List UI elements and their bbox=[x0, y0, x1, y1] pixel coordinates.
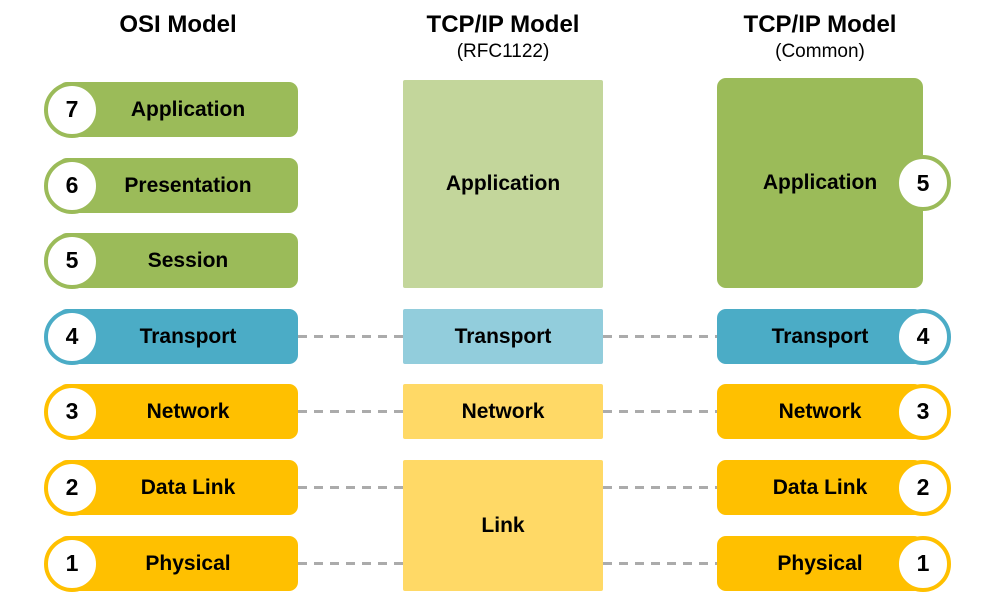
rfc-layer-link: Link bbox=[403, 460, 603, 591]
layer-5-badge: 5 bbox=[44, 232, 100, 289]
layer-3-badge: 3 bbox=[44, 383, 100, 440]
column-title-osi: OSI Model bbox=[58, 10, 298, 40]
rfc-layer-network: Network bbox=[403, 384, 603, 439]
common-layer-1-number: 1 bbox=[916, 550, 930, 576]
common-layer-2-badge: 2 bbox=[895, 459, 951, 516]
common-layer-application: Application 5 bbox=[717, 78, 951, 288]
osi-physical-label: Physical bbox=[145, 551, 231, 575]
common-layer-transport: Transport 4 bbox=[717, 308, 951, 365]
osi-network-label: Network bbox=[146, 399, 230, 423]
rfc-network-label: Network bbox=[461, 399, 545, 423]
osi-layer-session: 5 Session bbox=[44, 232, 298, 289]
rfc-application-label: Application bbox=[445, 172, 561, 195]
osi-layer-network: 3 Network bbox=[44, 383, 298, 440]
common-layer-5-badge: 5 bbox=[895, 155, 951, 211]
common-layer-4-badge: 4 bbox=[895, 308, 951, 365]
common-layer-datalink: Data Link 2 bbox=[717, 459, 951, 516]
tcpip-rfc-title: TCP/IP Model bbox=[426, 11, 580, 38]
connector-network-left bbox=[298, 410, 403, 413]
connector-datalink-right bbox=[603, 486, 717, 489]
common-application-label: Application bbox=[762, 171, 878, 194]
layer-1-number: 1 bbox=[65, 550, 79, 576]
connector-physical-left bbox=[298, 562, 403, 565]
layer-6-number: 6 bbox=[65, 172, 79, 198]
common-layer-5-number: 5 bbox=[916, 169, 930, 196]
common-layer-network: Network 3 bbox=[717, 383, 951, 440]
common-layer-2-number: 2 bbox=[916, 474, 930, 500]
column-title-tcpip-rfc: TCP/IP Model (RFC1122) bbox=[403, 10, 603, 64]
common-datalink-label: Data Link bbox=[772, 475, 868, 499]
rfc-layer-application: Application bbox=[403, 80, 603, 288]
common-layer-3-badge: 3 bbox=[895, 383, 951, 440]
layer-2-badge: 2 bbox=[44, 459, 100, 516]
osi-datalink-label: Data Link bbox=[140, 475, 236, 499]
osi-transport-label: Transport bbox=[139, 324, 237, 348]
common-transport-label: Transport bbox=[771, 324, 869, 348]
common-layer-4-number: 4 bbox=[916, 323, 930, 349]
osi-presentation-label: Presentation bbox=[124, 173, 252, 197]
rfc-link-label: Link bbox=[481, 513, 525, 537]
layer-6-badge: 6 bbox=[44, 157, 100, 214]
tcpip-common-title: TCP/IP Model bbox=[743, 11, 897, 38]
tcpip-rfc-subtitle: (RFC1122) bbox=[456, 41, 550, 62]
layer-7-badge: 7 bbox=[44, 81, 100, 138]
layer-4-number: 4 bbox=[65, 323, 79, 349]
connector-network-right bbox=[603, 410, 717, 413]
layer-2-number: 2 bbox=[65, 474, 79, 500]
osi-layer-transport: 4 Transport bbox=[44, 308, 298, 365]
layer-1-badge: 1 bbox=[44, 535, 100, 592]
osi-layer-physical: 1 Physical bbox=[44, 535, 298, 592]
osi-session-label: Session bbox=[147, 248, 229, 272]
connector-physical-right bbox=[603, 562, 717, 565]
common-layer-3-number: 3 bbox=[916, 398, 930, 424]
column-title-tcpip-common: TCP/IP Model (Common) bbox=[717, 10, 923, 64]
osi-layer-application: 7 Application bbox=[44, 81, 298, 138]
common-layer-physical: Physical 1 bbox=[717, 535, 951, 592]
common-physical-label: Physical bbox=[777, 551, 863, 575]
osi-layer-presentation: 6 Presentation bbox=[44, 157, 298, 214]
common-layer-1-badge: 1 bbox=[895, 535, 951, 592]
layer-3-number: 3 bbox=[65, 398, 79, 424]
layer-7-number: 7 bbox=[65, 96, 79, 122]
connector-datalink-left bbox=[298, 486, 403, 489]
osi-layer-datalink: 2 Data Link bbox=[44, 459, 298, 516]
rfc-layer-transport: Transport bbox=[403, 309, 603, 364]
osi-application-label: Application bbox=[130, 97, 246, 121]
connector-transport-left bbox=[298, 335, 403, 338]
common-network-label: Network bbox=[778, 399, 862, 423]
tcpip-common-subtitle: (Common) bbox=[775, 41, 865, 62]
layer-5-number: 5 bbox=[65, 247, 79, 273]
connector-transport-right bbox=[603, 335, 717, 338]
layer-4-badge: 4 bbox=[44, 308, 100, 365]
osi-model-title: OSI Model bbox=[119, 11, 237, 38]
rfc-transport-label: Transport bbox=[454, 324, 552, 348]
